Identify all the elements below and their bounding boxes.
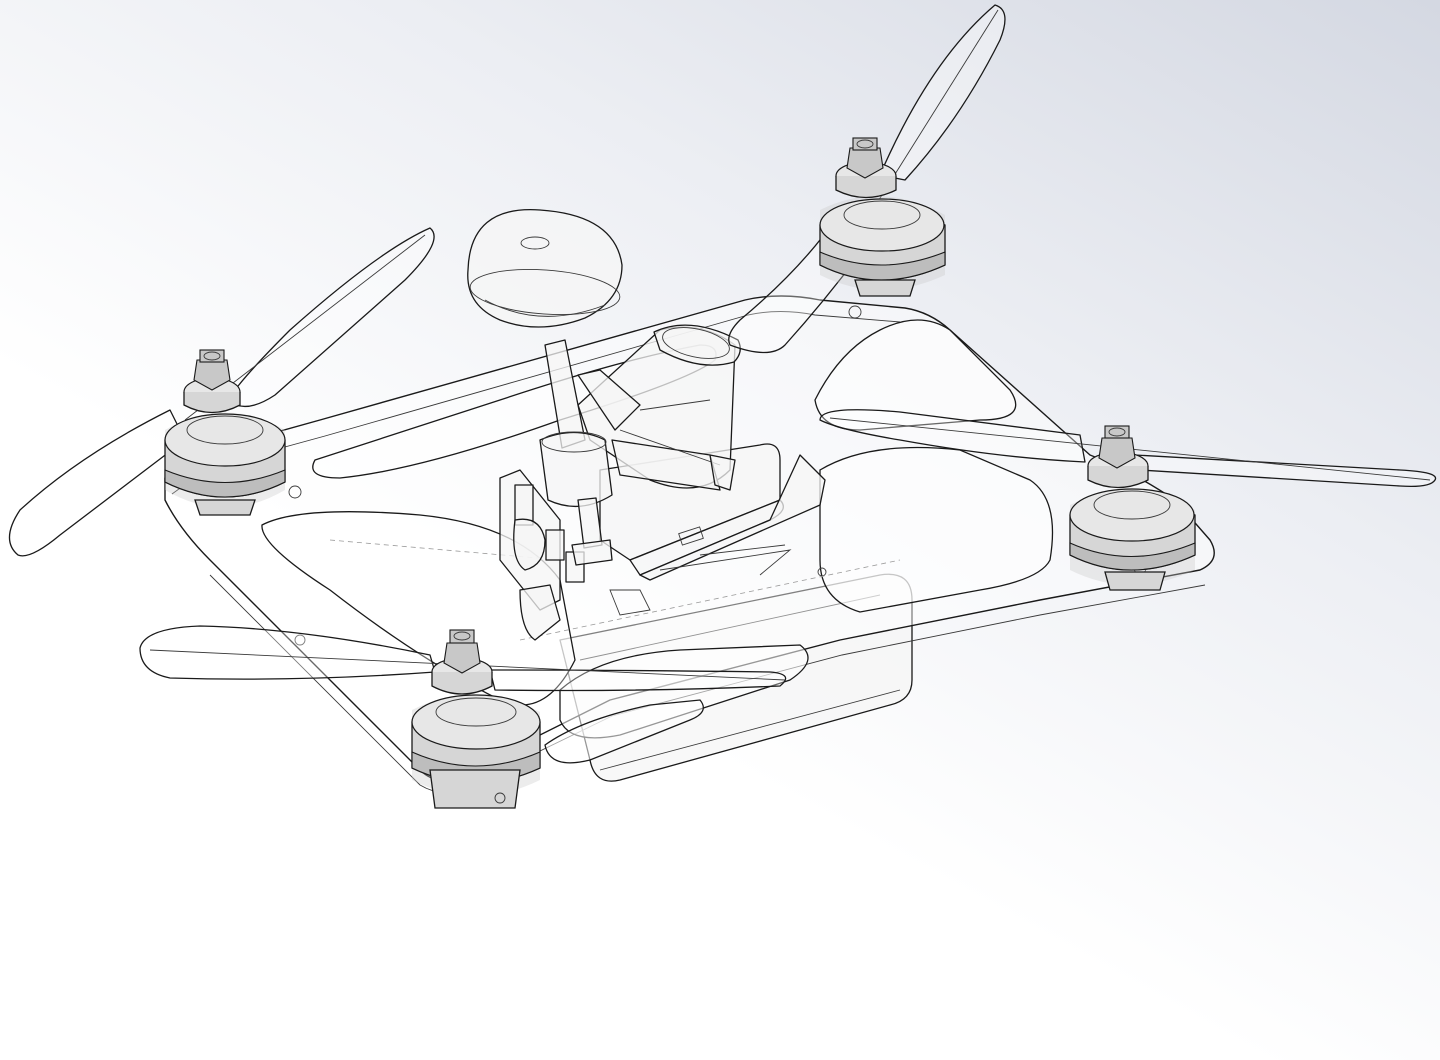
vtx-antenna[interactable] [467, 209, 623, 566]
frame-cutout-left [261, 511, 576, 706]
frame-plate[interactable] [164, 295, 1215, 793]
motor-rear-left[interactable] [411, 629, 541, 809]
motor-front-left[interactable] [164, 349, 286, 516]
propeller-front-left[interactable] [8, 227, 435, 557]
motor-front-right[interactable] [819, 137, 946, 297]
frame-cutout-right [819, 446, 1054, 613]
motor-rear-right[interactable] [1069, 425, 1196, 591]
fpv-camera[interactable] [577, 322, 741, 491]
propeller-rear-left[interactable] [139, 625, 787, 692]
